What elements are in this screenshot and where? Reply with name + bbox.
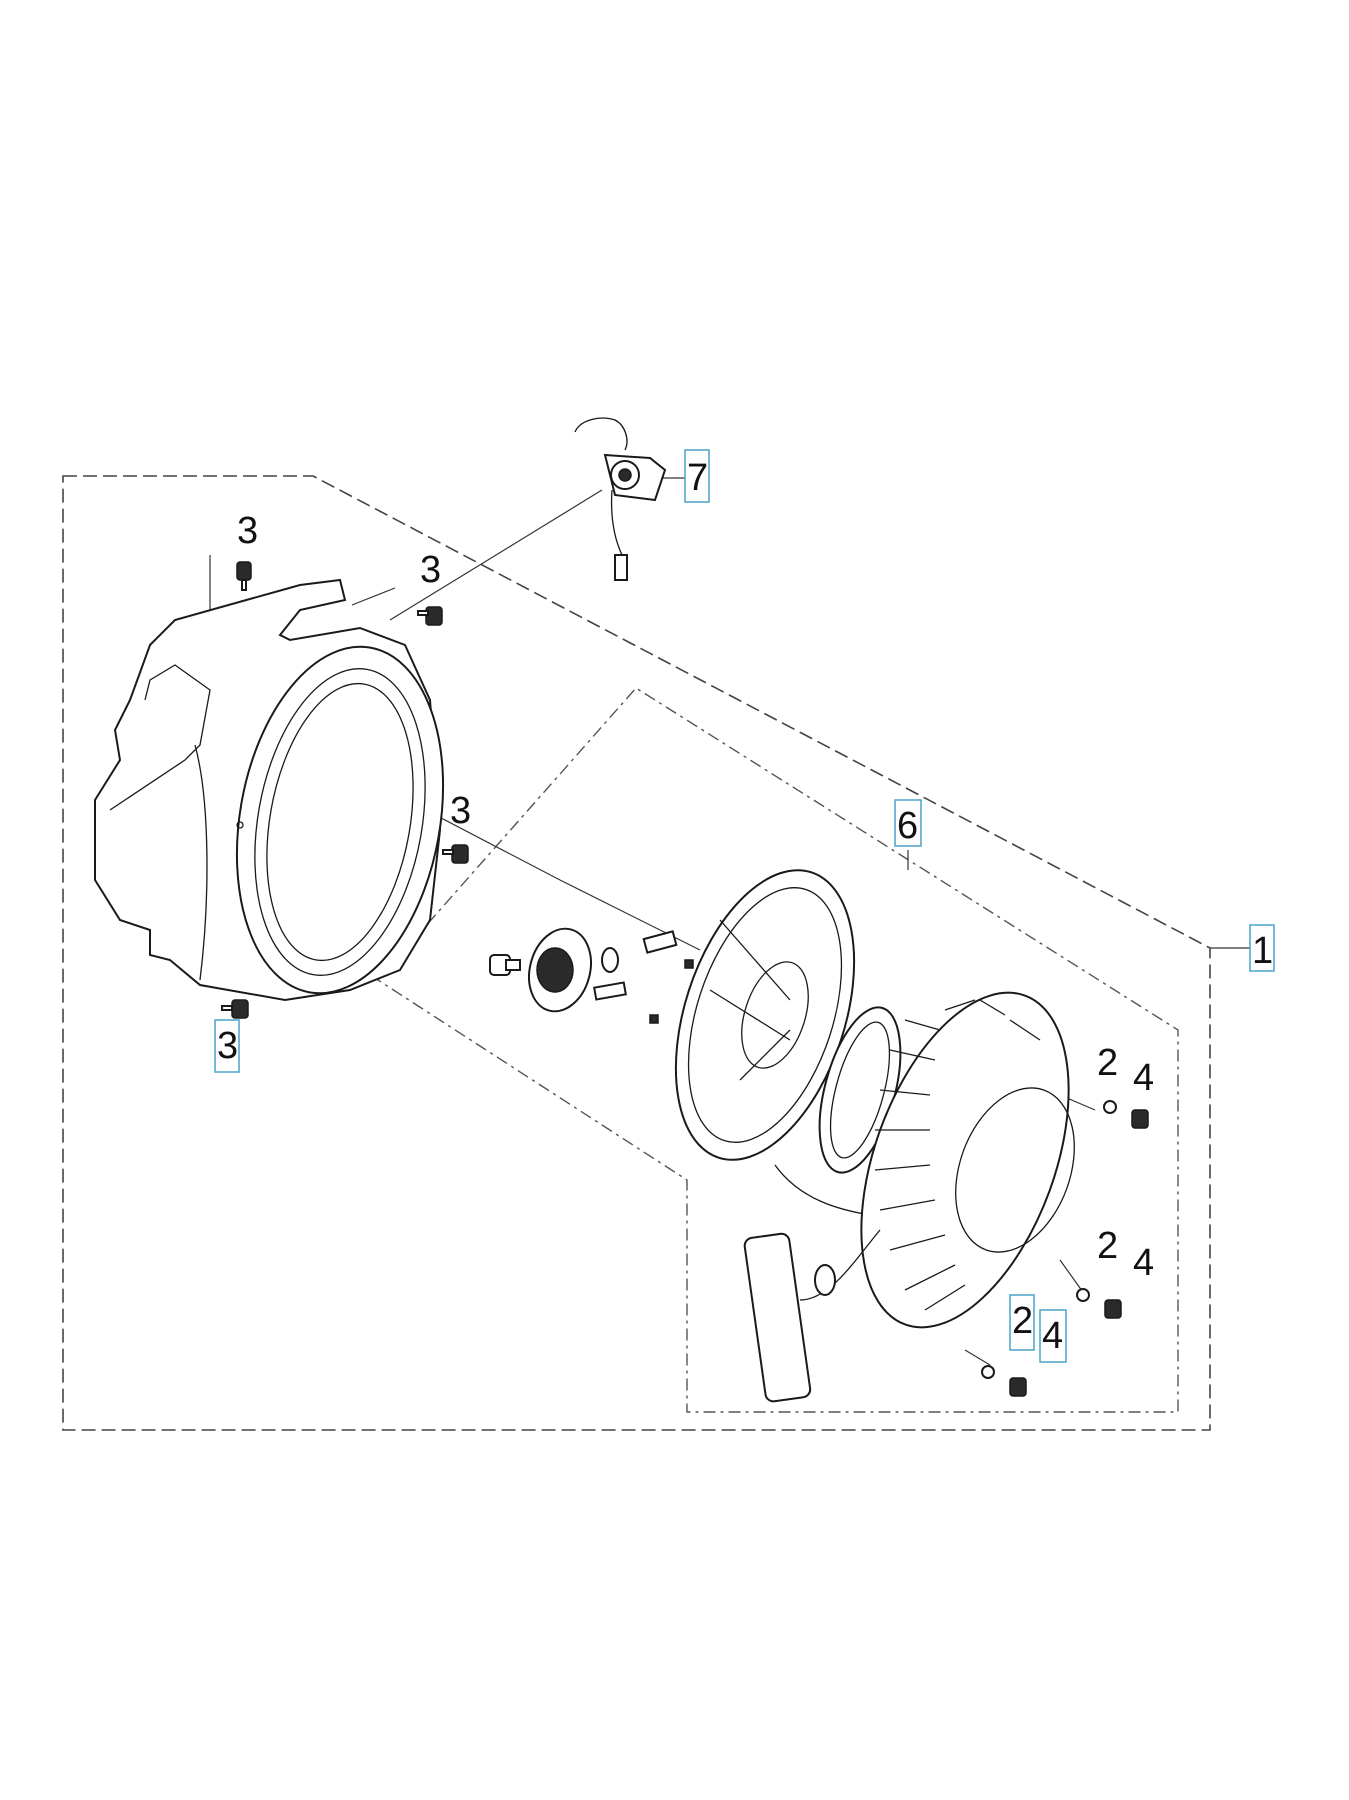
switch-part bbox=[574, 417, 667, 581]
callout-2-middle: 2 bbox=[1097, 1225, 1118, 1267]
callout-7: 7 bbox=[684, 449, 710, 503]
svg-text:4: 4 bbox=[1133, 1057, 1154, 1099]
assembly-boundary bbox=[62, 475, 1211, 1431]
bolt-bottom bbox=[221, 999, 249, 1019]
starter-boundary bbox=[376, 687, 1179, 1413]
svg-text:2: 2 bbox=[1097, 1042, 1118, 1084]
svg-text:4: 4 bbox=[1133, 1242, 1154, 1284]
starter-pulley bbox=[674, 869, 856, 1161]
washer-screw-set-3 bbox=[981, 1365, 1027, 1397]
svg-text:3: 3 bbox=[450, 790, 471, 832]
bolt-middle bbox=[442, 844, 469, 864]
callout-4-middle: 4 bbox=[1133, 1242, 1154, 1284]
callout-2-upper: 2 bbox=[1097, 1042, 1118, 1084]
callout-2-lower: 2 bbox=[1009, 1294, 1035, 1351]
callout-3-bottom: 3 bbox=[214, 1019, 240, 1073]
svg-text:1: 1 bbox=[1252, 930, 1273, 972]
svg-text:3: 3 bbox=[420, 549, 441, 591]
svg-text:7: 7 bbox=[687, 457, 708, 499]
starter-hub bbox=[489, 927, 694, 1024]
starter-handle bbox=[743, 1229, 881, 1403]
washer-screw-set-2 bbox=[1076, 1288, 1122, 1319]
callout-3-middle: 3 bbox=[450, 790, 471, 832]
svg-text:4: 4 bbox=[1042, 1315, 1063, 1357]
blower-housing bbox=[94, 578, 445, 1002]
callout-4-upper: 4 bbox=[1133, 1057, 1154, 1099]
svg-text:2: 2 bbox=[1097, 1225, 1118, 1267]
svg-text:2: 2 bbox=[1012, 1300, 1033, 1342]
svg-text:6: 6 bbox=[897, 805, 918, 847]
callout-1: 1 bbox=[1249, 924, 1275, 972]
callout-4-lower: 4 bbox=[1039, 1309, 1067, 1363]
callout-6: 6 bbox=[894, 799, 922, 847]
bolt-top-right bbox=[417, 606, 443, 626]
svg-text:3: 3 bbox=[237, 510, 258, 552]
callout-3-top-right: 3 bbox=[420, 549, 441, 591]
recoil-cover bbox=[860, 991, 1075, 1329]
bolt-top-left bbox=[236, 561, 252, 591]
svg-text:3: 3 bbox=[217, 1025, 238, 1067]
washer-screw-set-1 bbox=[1103, 1100, 1149, 1129]
callout-3-top-left: 3 bbox=[237, 510, 258, 552]
